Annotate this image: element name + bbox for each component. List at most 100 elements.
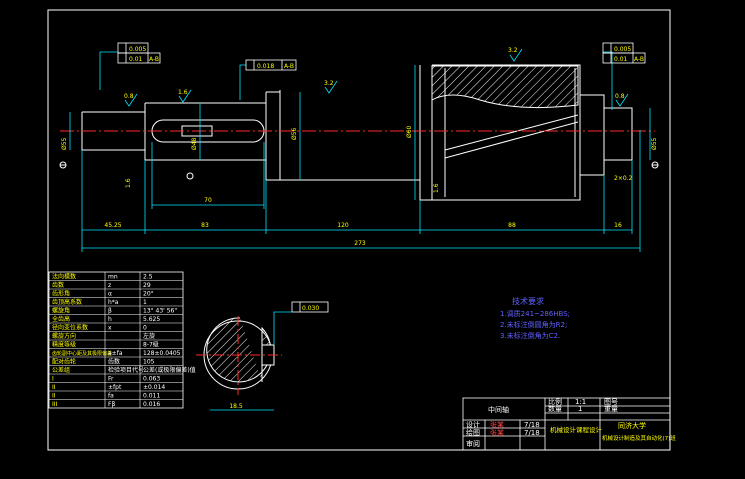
param-table-cell: III [52,401,58,408]
param-table-cell: II [52,384,56,391]
roughness-label: 0.8 [124,93,134,100]
scale-label: 比例 [548,397,562,406]
param-table-cell: α [108,291,112,298]
shaft-right-journal [603,107,633,161]
param-table-cell: 0 [143,325,147,332]
section-leader [273,311,292,345]
tol-left-ref: A-B [149,56,159,63]
tech-req-title: 技术要求 [512,296,544,306]
tol-left-bottom: 0.01 [129,56,143,63]
section-width-label: 18.5 [229,403,243,410]
param-table-cell: 齿数 [52,281,64,289]
param-table-cell: h [108,316,112,323]
tech-req-item: 1.调质241~286HBS; [500,309,570,318]
roughness-symbols: 0.8 1.6 3.2 3.2 1.6 1.6 0.8 [124,47,625,193]
dim-d-mid: Ø56 [291,127,298,140]
designer-date: 7/18 [524,421,540,429]
param-table-cell: 5.625 [143,316,160,323]
dim-d-key: Ø48 [191,137,198,150]
tol-right-bottom: 0.01 [614,56,628,63]
dim-d2: 83 [201,222,209,229]
shaft-middle [279,90,421,181]
tol-section: 0.030 [302,305,319,312]
designer-name: 张某 [490,420,504,429]
param-table-cell: h*a [108,299,119,306]
dim-key-len: 70 [204,197,212,204]
roughness-label: 3.2 [508,47,518,54]
gear-hatch-section [431,65,579,109]
shaft-gear-step [579,94,605,176]
roughness-label: 0.8 [615,93,625,100]
dimension-lines [69,51,651,252]
center-hole-icon [186,172,194,180]
part-name: 中间轴 [488,405,509,414]
dim-chamfer: 2×0.2 [614,175,633,182]
dept-name: 机械设计制造及其自动化(7)班 [602,434,676,442]
shaft-view [81,64,633,201]
param-table-cell: 齿轮副中心距及其极限偏差 [52,350,112,357]
tol-left-top: 0.005 [129,46,146,53]
tech-req-item: 3.未标注倒角为C2. [500,331,560,340]
drawer-name: 张某 [490,428,504,437]
designer-label: 设计 [466,420,480,429]
param-table-cell: 螺旋角 [52,307,70,315]
section-view: 18.5 [196,311,292,411]
param-table-cell: 0.011 [143,393,160,400]
dim-d3: 120 [337,222,349,229]
scale-value: 1:1 [575,398,586,406]
param-table-cell: mn [108,274,118,281]
section-circle [206,317,272,383]
param-table-cell: 2.5 [143,274,153,281]
school-name: 同济大学 [618,421,646,430]
param-table-cell: 0.016 [143,401,160,408]
roughness-marks [124,48,629,107]
qty-label: 数量 [548,404,562,413]
param-table-cell: 20° [143,291,154,298]
title-block [462,397,671,451]
param-table-cell: 径向变位系数 [52,324,88,332]
param-table-cell: β [108,308,112,315]
param-table-cell: 齿数 [108,358,120,366]
param-table-cell: Fr [108,376,114,383]
center-marks [59,161,659,180]
param-table-cell: 29 [143,282,151,289]
dim-d4: 88 [508,222,516,229]
param-table-cell: 配对齿轮 [52,358,76,366]
tech-req-item: 2.未标注倒圆角为R2; [500,320,567,329]
param-table-cell: 齿顶高系数 [52,298,82,306]
param-table-cell: 0.063 [143,376,160,383]
roughness-label: 1.6 [125,178,132,188]
course-name: 机械设计课程设计 [550,425,603,434]
tol-mid-ref: A-B [284,63,294,70]
param-table-cell: 1 [143,299,147,306]
gear-helix-line [444,121,579,159]
qty-value: 1 [578,405,582,413]
param-table-cell: 精度等级 [52,341,76,349]
param-table-cell: II [52,393,56,400]
shaft-gear-body [419,65,433,201]
param-table-cell: 左旋 [143,332,155,340]
weight-label: 重量 [604,405,618,413]
param-table-cell: x [108,325,112,332]
param-table-cell: I [52,376,54,383]
gear-helix-line [444,114,579,151]
tolerance-frames [117,42,646,313]
dim-total: 273 [354,240,366,247]
roughness-label: 1.6 [178,89,188,96]
drawing-frame [47,9,671,451]
param-table-cell: 检验项目代号 [108,366,144,374]
param-table-cell: a±fa [108,350,123,357]
dim-d-right: Ø55 [651,137,658,150]
shaft-collar [265,91,281,181]
param-table-cell: 螺旋方向 [52,332,76,340]
roughness-label: 1.6 [433,183,440,193]
tol-right-ref: A-B [634,56,644,63]
param-table-cell: z [108,282,111,289]
tol-mid-value: 0.018 [257,63,274,70]
param-table-cell: 13° 43' 56" [143,308,177,315]
param-table-cell: 128±0.0405 [143,350,181,357]
dim-d-left: Ø55 [61,137,68,150]
param-table-cell: 公差组 [52,366,70,374]
